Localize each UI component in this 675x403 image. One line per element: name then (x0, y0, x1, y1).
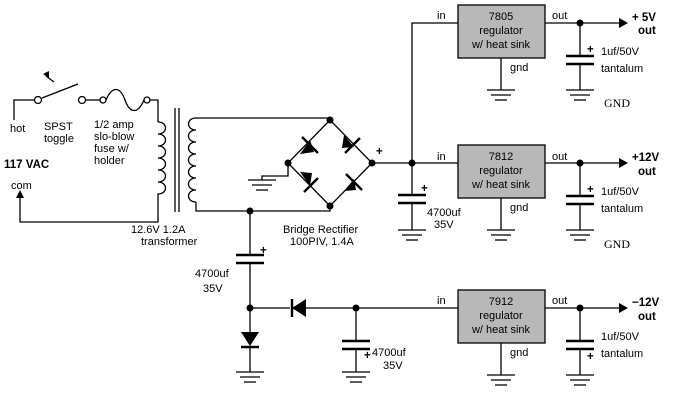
gnd-label-5v: GND (604, 96, 630, 110)
com-label: com (11, 180, 32, 192)
regulator-7812-body (457, 144, 546, 199)
secondary-top-wire (196, 117, 331, 120)
transformer: 12.6V 1.2A transformer (131, 108, 198, 248)
cap-5v-value: 1uf/50V (601, 46, 640, 58)
fuse-symbol (105, 88, 145, 112)
gnd-label-12v: GND (604, 237, 630, 251)
output-5v-label: + 5V (632, 12, 656, 24)
switch-label-line1: SPST (44, 121, 73, 133)
spst-switch-lever (41, 83, 79, 99)
fuse-label-line2: slo-blow (94, 131, 134, 143)
svg-text:regulator: regulator (479, 310, 523, 322)
fuse-label-line4: holder (94, 155, 125, 167)
rectifier-plus-sign: + (376, 146, 383, 158)
hot-label: hot (10, 123, 25, 135)
svg-text:7812: 7812 (489, 151, 513, 163)
ac-input-section: hot 117 VAC com SPST toggle 1/2 amp slo-… (4, 71, 159, 223)
svg-text:+: + (421, 183, 428, 195)
svg-text:+: + (260, 245, 267, 257)
filter-capacitor-negative-top: + (236, 245, 267, 265)
diode-negative-shunt (241, 332, 259, 349)
bridge-diode-3 (300, 172, 319, 193)
filter-cap-neg-top-voltage: 35V (203, 283, 223, 295)
voltage-label: 117 VAC (4, 159, 49, 171)
output-neg12v-sub: out (638, 311, 656, 323)
regulator-7912-body (457, 289, 546, 344)
svg-text:+: + (587, 184, 594, 196)
switch-contact (33, 95, 43, 105)
cap-5v-type: tantalum (601, 63, 643, 75)
ground-symbol-shunt-diode (236, 371, 264, 383)
transformer-label-line1: 12.6V 1.2A (131, 224, 186, 236)
cap-12v-value: 1uf/50V (601, 186, 640, 198)
cap-12v-type: tantalum (601, 203, 643, 215)
regulator-7912-gnd-label: gnd (510, 347, 528, 359)
output-5v-sub: out (638, 25, 656, 37)
regulator-7805-out-label: out (552, 10, 567, 22)
secondary-bottom-wire (195, 202, 331, 212)
bridge-rectifier: + Bridge Rectifier 100PIV, 1.4A (283, 116, 383, 248)
svg-text:7912: 7912 (489, 296, 513, 308)
diode-negative-series (290, 299, 306, 317)
fuse-label-line1: 1/2 amp (94, 119, 134, 131)
bridge-diode-2 (342, 135, 361, 154)
filter-cap-neg-top-value: 4700uf (195, 268, 230, 280)
com-arrow-icon (16, 190, 24, 198)
svg-text:+: + (364, 350, 371, 362)
output-12v-sub: out (638, 166, 656, 178)
regulator-7805-body (457, 4, 546, 59)
filter-cap-neg-bottom-voltage: 35V (383, 360, 403, 372)
output-arrow-icon-12v (619, 158, 628, 168)
regulator-7805-gnd-label: gnd (510, 62, 528, 74)
ground-symbol-bridge (248, 179, 276, 191)
switch-label-line2: toggle (44, 133, 74, 145)
regulator-7812: 7812 regulator w/ heat sink in out gnd (437, 144, 567, 241)
svg-text:w/ heat sink: w/ heat sink (471, 39, 531, 51)
bridge-ground-wire (261, 163, 289, 180)
com-wire (19, 196, 159, 223)
bridge-diode-4 (344, 173, 363, 191)
regulator-7812-gnd-label: gnd (510, 202, 528, 214)
output-12v-label: +12V (632, 152, 660, 164)
svg-text:regulator: regulator (479, 25, 523, 37)
bridge-diode-1 (300, 136, 319, 154)
svg-text:w/ heat sink: w/ heat sink (471, 324, 531, 336)
transformer-label-line2: transformer (141, 236, 198, 248)
output-arrow-icon-neg12v (619, 303, 628, 313)
output-arrow-icon-5v (619, 18, 628, 28)
svg-text:+: + (587, 44, 594, 56)
switch-arrow-stem (45, 75, 55, 83)
regulator-7812-in-label: in (437, 151, 446, 163)
primary-winding (157, 121, 167, 196)
filter-cap-positive-voltage: 35V (434, 219, 454, 231)
svg-text:w/ heat sink: w/ heat sink (471, 179, 531, 191)
hot-wire (13, 99, 34, 120)
regulator-7805-in-label: in (437, 10, 446, 22)
positive-bus-to-7805 (411, 22, 458, 163)
cap-neg12v-type: tantalum (601, 348, 643, 360)
rectifier-label-line1: Bridge Rectifier (283, 224, 359, 236)
filter-cap-positive-value: 4700uf (427, 207, 462, 219)
output-neg12v-label: −12V (632, 297, 660, 309)
secondary-winding (187, 117, 197, 203)
fuse-label-line3: fuse w/ (94, 143, 130, 155)
switch-arrow-icon (43, 71, 49, 78)
regulator-7912-in-label: in (437, 295, 446, 307)
filter-cap-neg-bottom-value: 4700uf (372, 347, 407, 359)
svg-text:7805: 7805 (489, 11, 513, 23)
filter-capacitor-positive: + (398, 183, 428, 205)
regulator-7912: 7912 regulator w/ heat sink in out gnd (437, 289, 567, 386)
regulator-7805: 7805 regulator w/ heat sink in out gnd (437, 4, 567, 101)
svg-text:+: + (587, 351, 594, 363)
cap-neg12v-value: 1uf/50V (601, 331, 640, 343)
ground-symbol-positive-filter (398, 229, 426, 241)
ground-symbol-negative-filter (342, 371, 370, 383)
rectifier-label-line2: 100PIV, 1.4A (290, 236, 354, 248)
regulator-7812-out-label: out (552, 151, 567, 163)
svg-text:regulator: regulator (479, 165, 523, 177)
regulator-7912-out-label: out (552, 295, 567, 307)
switch-contact-2 (77, 95, 87, 105)
